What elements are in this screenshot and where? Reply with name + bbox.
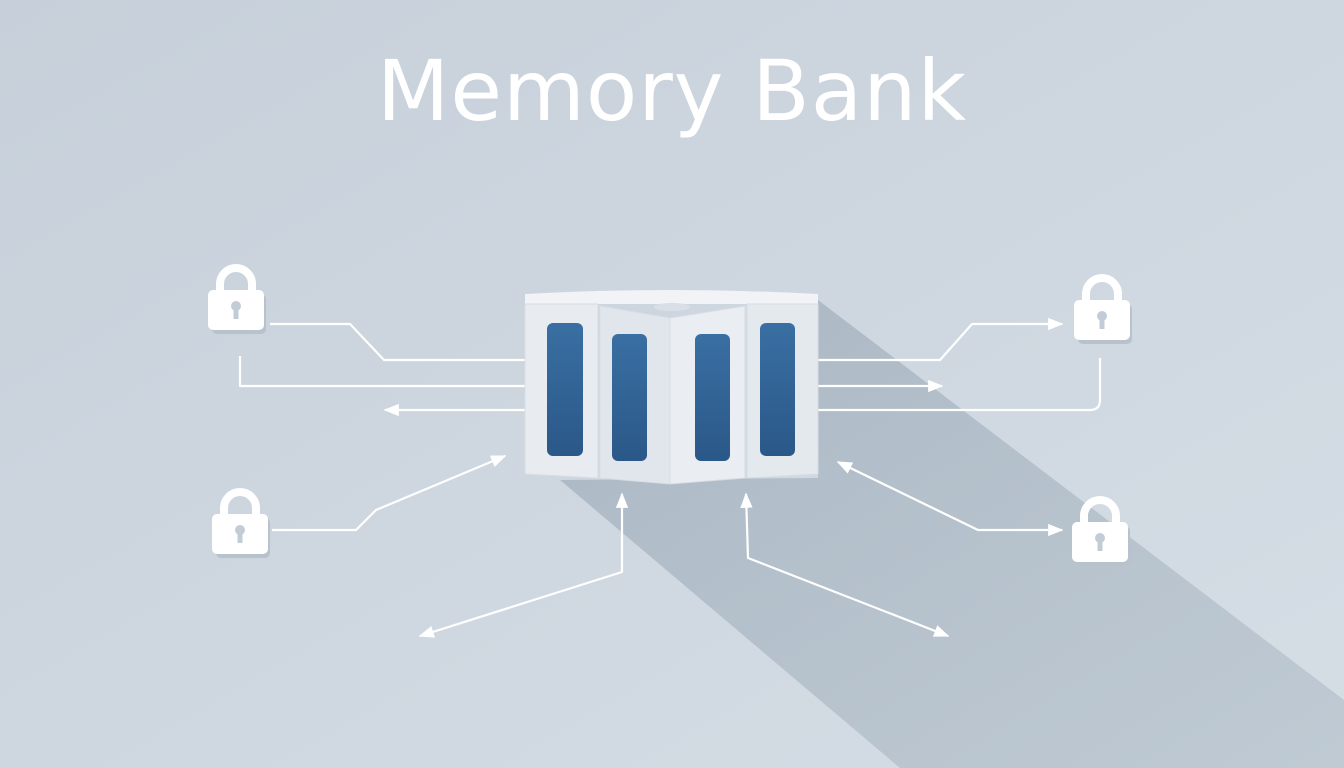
memory-module-2 <box>612 334 647 461</box>
server-top <box>525 290 818 304</box>
connector-top-left-lower <box>238 356 525 388</box>
connector-top-left-upper <box>270 322 525 362</box>
arrow-bottom-center-right <box>740 492 950 638</box>
arrow-bottom-left-in <box>272 454 507 532</box>
connector-lines <box>238 317 1102 638</box>
padlock-icon <box>1072 496 1130 566</box>
diagram-title: Memory Bank <box>376 42 968 140</box>
connector-top-right-lower <box>818 358 1102 412</box>
memory-module-1 <box>547 323 583 456</box>
memory-module-3 <box>695 334 730 461</box>
memory-module-4 <box>760 323 795 456</box>
arrow-bottom-center-left <box>418 492 629 638</box>
padlock-icon <box>1074 274 1132 344</box>
padlock-icon <box>208 264 266 334</box>
server-top-slot <box>654 303 690 311</box>
memory-bank-server-icon <box>524 290 819 485</box>
padlock-icon <box>212 488 270 558</box>
arrow-top-right-upper <box>818 317 1064 362</box>
arrow-bottom-right <box>836 461 1064 537</box>
